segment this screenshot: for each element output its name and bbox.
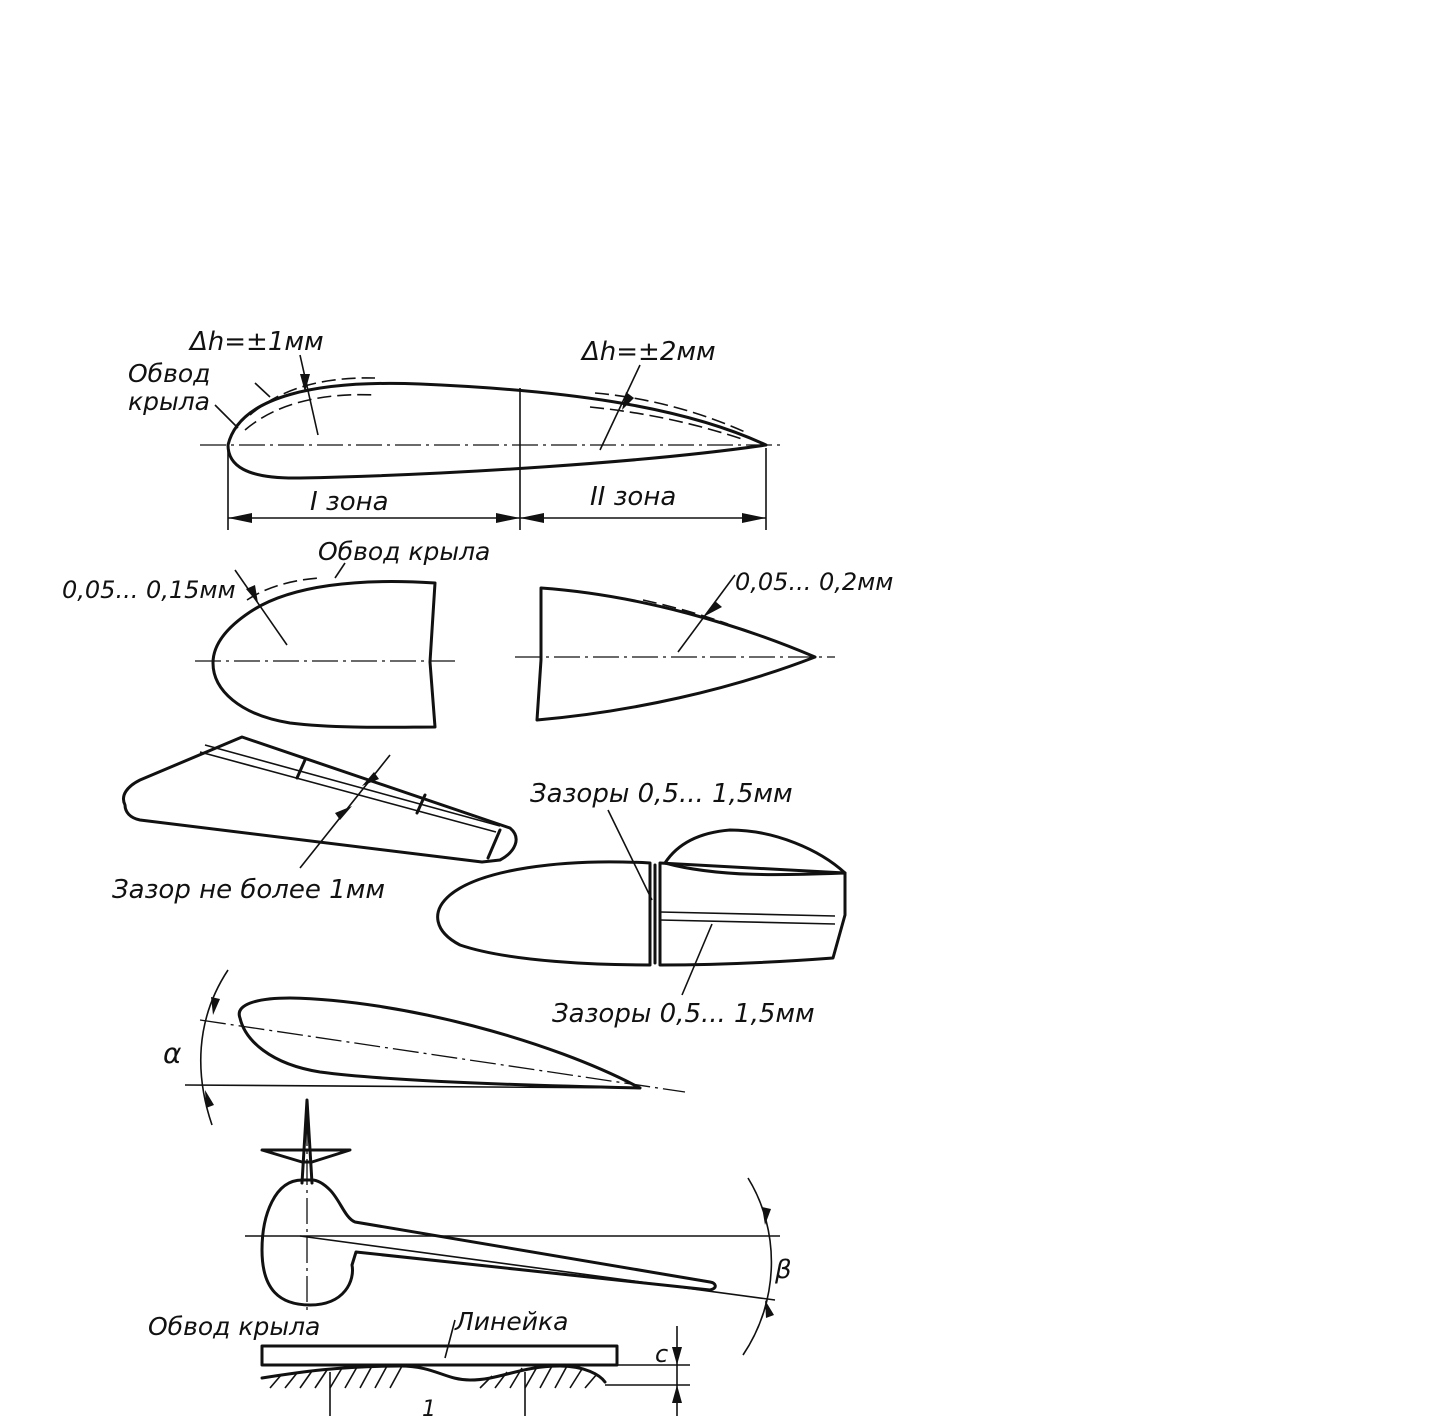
- fig2-label-tol-rear: 0,05... 0,2мм: [735, 568, 893, 596]
- fig3-flap-cut-2: [415, 793, 427, 815]
- figure-7-ruler-check: Обвод крыла Линейка c 1: [148, 1307, 690, 1416]
- fig5-arc-arrow-a: [211, 997, 220, 1015]
- fig6-fin: [300, 1098, 314, 1185]
- fig2-label-contour: Обвод крыла: [318, 537, 490, 566]
- fig6-stabilizer: [260, 1148, 352, 1164]
- fig5-chord-line: [199, 1019, 686, 1093]
- fig7-ruler-leader: [444, 1319, 456, 1359]
- fig1-tolerance-upper-rear: [594, 392, 746, 433]
- figure-1-profile-zones: Δh=±1мм Δh=±2мм Обвод крыла I зона II зо…: [128, 327, 785, 530]
- fig1-leader-2-arrow: [622, 392, 634, 410]
- fig1-wing-profile: [226, 381, 768, 480]
- fig1-tolerance-upper-front: [249, 377, 376, 416]
- fig4-leader-bottom: [681, 923, 713, 996]
- figure-3-wing-plan: Зазор не более 1мм: [112, 735, 518, 905]
- fig2-contour-leader: [334, 562, 346, 579]
- fig3-flap-cut-1: [295, 758, 307, 780]
- fig1-arrow-d: [742, 513, 766, 523]
- fig1-label-contour-2: крыла: [128, 387, 210, 416]
- fig3-gap-arrow-b: [335, 806, 352, 820]
- fig7-surface: [260, 1364, 607, 1384]
- fig1-label-delta-h-2: Δh=±2мм: [580, 337, 716, 367]
- fig6-fuselage-wing: [260, 1178, 717, 1307]
- fig1-tolerance-lower-front: [244, 393, 376, 431]
- fig2-leader-rear: [677, 574, 736, 653]
- fig3-hinge-line-2: [204, 744, 501, 827]
- fig4-fuselage-nose: [436, 860, 652, 967]
- fig3-gap-arrow-a: [362, 772, 379, 786]
- fig1-leader-2: [599, 364, 641, 451]
- fig1-tolerance-lower-rear: [589, 406, 746, 441]
- fig1-contour-leader: [214, 404, 239, 429]
- fig2-label-tol-front: 0,05... 0,15мм: [62, 576, 236, 604]
- fig1-contour-tick: [254, 382, 271, 398]
- fig4-label-gaps-top: Зазоры 0,5... 1,5мм: [530, 779, 793, 809]
- fig5-angle-arc: [200, 969, 229, 1126]
- fig1-arrow-a: [228, 513, 252, 523]
- fig3-hinge-line-1: [199, 751, 497, 833]
- fig4-label-gaps-bottom: Зазоры 0,5... 1,5мм: [552, 999, 815, 1029]
- fig2-leader-front-arrow: [246, 585, 258, 603]
- fig5-arc-arrow-b: [205, 1090, 214, 1108]
- fig7-dim-arrow-b: [672, 1385, 682, 1403]
- fig3-label-gap: Зазор не более 1мм: [112, 875, 385, 905]
- fig4-leader-top: [607, 809, 653, 901]
- figure-2-sections: Обвод крыла 0,05... 0,15мм 0,05... 0,2мм: [62, 537, 893, 729]
- fig7-label-c: c: [655, 1340, 668, 1368]
- fig1-label-zone-2: II зона: [590, 482, 676, 512]
- fig6-arc-arrow-a: [762, 1207, 771, 1225]
- fig2-leader-rear-arrow: [705, 601, 722, 616]
- fig6-wing-axis: [299, 1235, 776, 1301]
- fig6-label-beta: β: [774, 1255, 792, 1285]
- figure-5-incidence-angle: α: [163, 969, 686, 1126]
- fig3-flap-cut-3: [486, 828, 502, 860]
- fig6-angle-arc: [742, 1177, 773, 1356]
- fig7-ruler: [260, 1344, 619, 1367]
- fig2-front-tolerance: [246, 577, 321, 601]
- figure-6-dihedral: β: [245, 1098, 792, 1356]
- fig1-arrow-b: [496, 513, 520, 523]
- fig4-gap-line-1: [659, 911, 836, 917]
- fig4-gap-line-2: [659, 919, 836, 925]
- fig5-reference-line: [184, 1084, 641, 1089]
- fig3-wing-outline: [122, 735, 518, 864]
- fig2-leader-front: [234, 569, 288, 646]
- fig6-arc-arrow-b: [765, 1300, 774, 1318]
- fig2-front-section: [211, 580, 437, 729]
- fig1-label-zone-1: I зона: [310, 487, 389, 517]
- fig1-leader-1: [299, 354, 319, 436]
- fig7-hatching: [269, 1365, 598, 1389]
- fig4-fuselage-body: [658, 861, 847, 967]
- fig1-label-contour-1: Обвод: [128, 359, 210, 388]
- fig4-canopy: [663, 828, 847, 877]
- fig1-leader-1-arrow: [300, 374, 310, 392]
- fig2-rear-section: [535, 586, 817, 722]
- fig7-label-ruler: Линейка: [454, 1307, 568, 1336]
- fig1-arrow-c: [520, 513, 544, 523]
- fig7-dim-arrow-a: [672, 1347, 682, 1365]
- fig7-label-contour: Обвод крыла: [148, 1312, 320, 1341]
- fig1-label-delta-h-1: Δh=±1мм: [188, 327, 324, 357]
- figure-4-fuselage-canopy: Зазоры 0,5... 1,5мм Зазоры 0,5... 1,5мм: [436, 779, 847, 1029]
- fig7-label-1: 1: [422, 1397, 436, 1416]
- fig5-label-alpha: α: [163, 1037, 182, 1070]
- fig2-rear-tolerance: [642, 599, 729, 625]
